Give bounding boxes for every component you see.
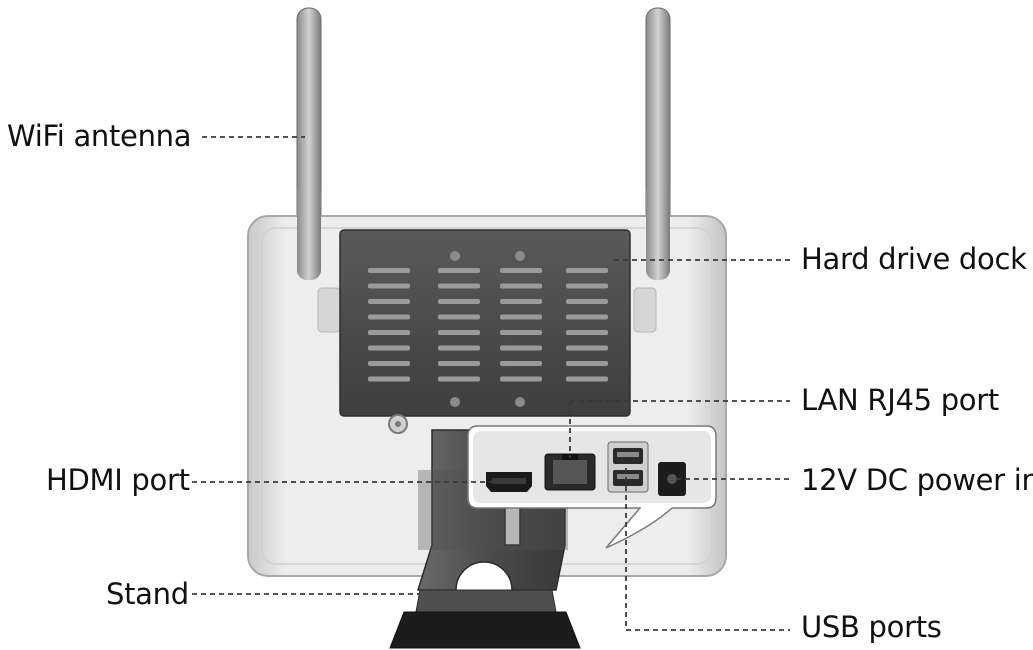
vent-slot xyxy=(566,361,608,366)
vent-slot xyxy=(368,345,410,351)
label-hdmi-port: HDMI port xyxy=(46,463,190,497)
vent-slot xyxy=(500,330,542,335)
vent-slot xyxy=(500,376,542,382)
vent-slot xyxy=(368,299,410,304)
usb-ports xyxy=(607,441,649,493)
vent-slot xyxy=(500,268,542,273)
vent-slot xyxy=(438,283,480,289)
vent-slot xyxy=(566,314,608,320)
label-hard-drive-dock: Hard drive dock xyxy=(801,242,1027,276)
dc-power-jack xyxy=(658,462,686,496)
label-usb-ports: USB ports xyxy=(801,610,942,644)
vent-slot xyxy=(368,268,410,273)
vent-slot xyxy=(368,361,410,366)
vent-slot xyxy=(566,345,608,351)
hard-drive-dock xyxy=(339,229,631,417)
vent-slot xyxy=(500,283,542,289)
vent-slot xyxy=(566,268,608,273)
label-stand: Stand xyxy=(106,577,189,611)
label-wifi-antenna: WiFi antenna xyxy=(7,119,192,153)
vent-slot xyxy=(500,299,542,304)
vent-slot xyxy=(438,268,480,273)
lan-rj45-port xyxy=(544,453,596,491)
leader-lines xyxy=(192,136,790,631)
vent-slot xyxy=(500,314,542,320)
dock-vents xyxy=(368,268,608,382)
vent-slot xyxy=(368,376,410,382)
hdmi-port xyxy=(486,472,532,492)
vent-slot xyxy=(368,283,410,289)
vent-slot xyxy=(566,376,608,382)
vent-slot xyxy=(438,314,480,320)
vent-slot xyxy=(566,299,608,304)
vent-slot xyxy=(438,330,480,335)
vent-slot xyxy=(438,361,480,366)
vent-slot xyxy=(438,345,480,351)
vent-slot xyxy=(438,299,480,304)
vent-slot xyxy=(438,376,480,382)
label-power-in: 12V DC power in xyxy=(801,463,1033,497)
label-lan-rj45-port: LAN RJ45 port xyxy=(801,383,999,417)
vent-slot xyxy=(566,283,608,289)
antenna-right-shaft xyxy=(646,180,670,280)
vent-slot xyxy=(368,330,410,335)
vent-slot xyxy=(500,361,542,366)
antenna-left-shaft xyxy=(297,180,321,280)
vent-slot xyxy=(368,314,410,320)
vent-slot xyxy=(500,345,542,351)
vent-slot xyxy=(566,330,608,335)
